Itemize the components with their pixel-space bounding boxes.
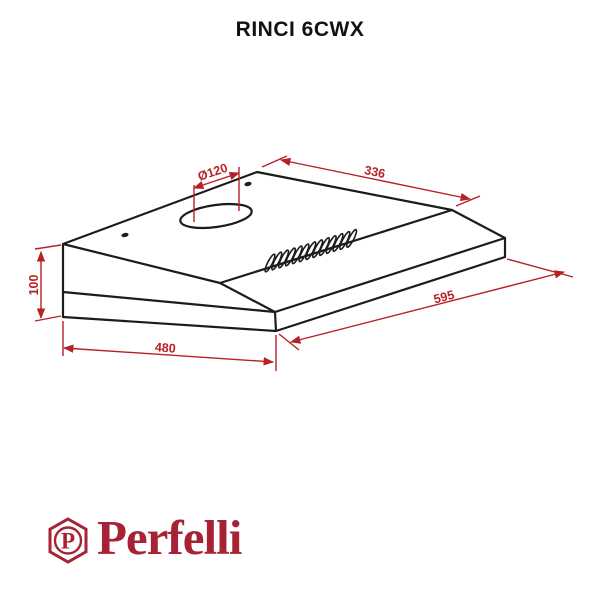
brand-wordmark: Perfelli	[97, 510, 242, 565]
dimension-width	[278, 258, 574, 351]
dim-top-depth-label: 336	[363, 163, 386, 181]
hood-top-face	[61, 170, 454, 285]
hood-bottom-rim	[61, 236, 507, 333]
vent-grille	[264, 228, 358, 273]
product-title: RINCI 6CWX	[235, 18, 365, 41]
hood-front-panel-edges	[218, 208, 507, 314]
perfelli-hexagon-icon: P	[48, 517, 88, 564]
dimension-bottom-depth	[62, 321, 277, 371]
logo-letter: P	[61, 529, 75, 554]
hood-body	[61, 170, 507, 333]
dimension-top-depth	[261, 155, 481, 207]
dim-duct-diameter-label: Ø120	[196, 161, 229, 184]
dim-bottom-depth-label: 480	[154, 340, 176, 355]
mounting-hole-dot	[244, 181, 252, 187]
dimension-height	[34, 244, 62, 322]
dim-height-label: 100	[27, 275, 41, 296]
dim-width-label: 595	[432, 288, 456, 307]
duct-hole	[179, 202, 253, 230]
dimension-duct-diameter	[193, 167, 240, 222]
brand-logo: P Perfelli	[48, 510, 242, 565]
mounting-hole-dot	[121, 232, 129, 238]
